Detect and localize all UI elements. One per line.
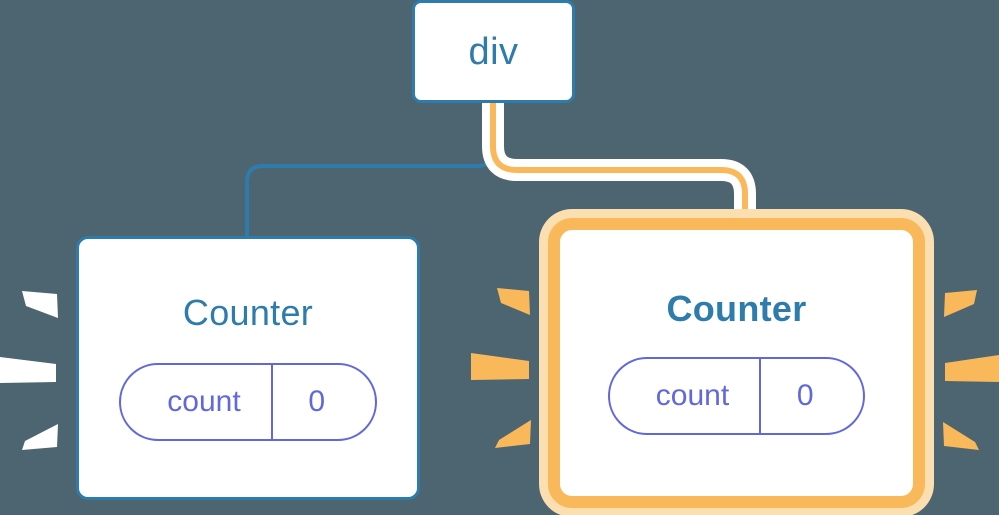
sparkle-ray-icon xyxy=(943,422,979,450)
connector-to-right-counter-outline xyxy=(482,103,756,232)
sparkle-ray-icon xyxy=(497,288,530,315)
sparkle-ray-icon xyxy=(945,355,999,382)
connector-to-right-counter xyxy=(490,103,748,232)
counter-left-state-value: 0 xyxy=(270,365,375,439)
sparkle-group-left-counter xyxy=(0,291,58,450)
counter-right-state-key: count xyxy=(655,379,730,412)
sparkle-ray-icon xyxy=(0,357,56,383)
counter-right-state-value: 0 xyxy=(759,359,863,433)
counter-right-title: Counter xyxy=(666,288,807,329)
counter-left-state-pill[interactable]: count 0 xyxy=(119,363,377,441)
counter-right-state-pill[interactable]: count 0 xyxy=(607,357,866,435)
counter-left-card[interactable]: Counter count 0 xyxy=(76,236,420,500)
sparkle-ray-icon xyxy=(22,424,58,450)
counter-left-body: Counter count 0 xyxy=(79,239,417,497)
counter-right-card[interactable]: Counter count 0 xyxy=(548,218,925,508)
div-node-label: div xyxy=(468,30,519,73)
sparkle-ray-icon xyxy=(495,420,531,448)
counter-left-title: Counter xyxy=(182,292,314,333)
sparkle-ray-icon xyxy=(944,290,977,317)
sparkle-ray-icon xyxy=(471,353,529,380)
connector-to-left-counter xyxy=(245,103,495,236)
sparkle-group-right-counter-right xyxy=(943,290,999,450)
sparkle-ray-icon xyxy=(22,291,58,318)
counter-right-body: Counter count 0 xyxy=(560,230,913,496)
counter-left-state-key: count xyxy=(167,385,241,418)
div-node[interactable]: div xyxy=(412,0,575,103)
sparkle-group-right-counter-left xyxy=(471,288,531,448)
